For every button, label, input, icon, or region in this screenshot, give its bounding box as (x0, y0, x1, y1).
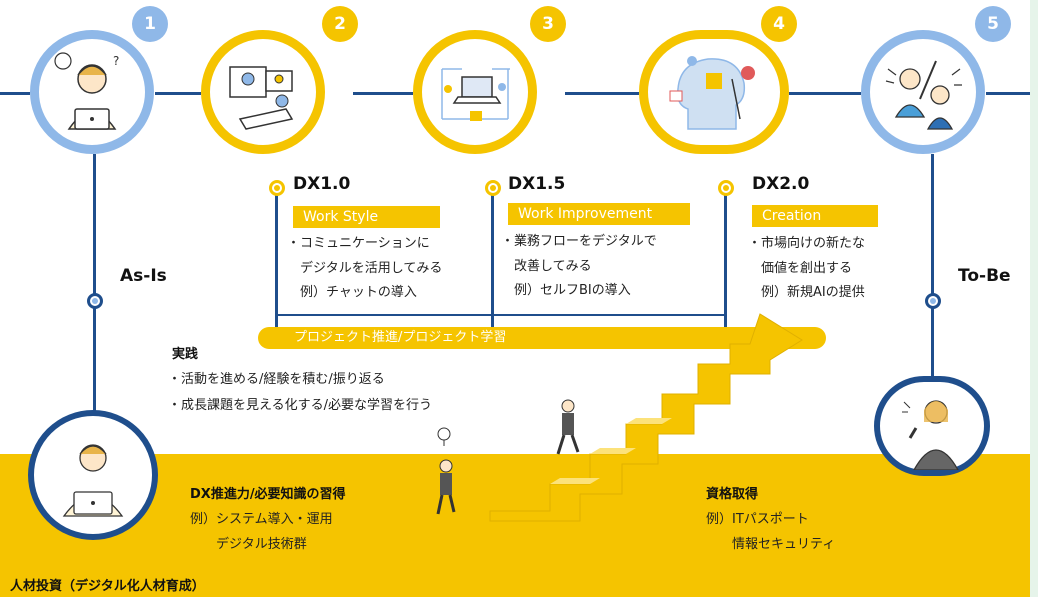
dx20-connector (724, 190, 727, 330)
stage-title: DX1.0 (293, 174, 351, 194)
timeline-line (986, 92, 1030, 95)
investment-label: 人材投資（デジタル化人材育成） (10, 579, 205, 594)
practice-line: ・成長課題を見える化する/必要な学習を行う (168, 398, 432, 413)
stage-tag: Creation (752, 205, 878, 227)
video-meeting-icon (229, 66, 294, 130)
businesswoman-icon (902, 400, 960, 471)
dx15-dot (485, 180, 501, 196)
stage-tag: Work Improvement (508, 203, 690, 225)
stage-title: DX1.5 (508, 174, 566, 194)
step-2-circle (201, 30, 325, 154)
qualification-line: 例）ITパスポート (706, 512, 809, 527)
step-number: 1 (144, 14, 156, 34)
step-1-circle: ? (30, 30, 154, 154)
right-edge-strip (1030, 0, 1038, 597)
step-number: 2 (334, 14, 346, 34)
qualification-line: 情報セキュリティ (706, 537, 836, 552)
as-is-dot (87, 293, 103, 309)
stage-bracket (275, 314, 727, 316)
project-pill: プロジェクト推進/プロジェクト学習 (258, 327, 826, 349)
stage-line: デジタルを活用してみる (287, 261, 443, 276)
workflow-network-icon (441, 68, 510, 121)
practice-title: 実践 (172, 347, 199, 362)
walking-person-icon (436, 427, 456, 515)
investment-band (0, 454, 1030, 597)
as-is-label: As-Is (120, 266, 167, 286)
step-2-badge: 2 (322, 6, 358, 42)
tobe-connector (931, 154, 934, 384)
stage-tag: Work Style (293, 206, 440, 228)
dx-skill-line: デジタル技術群 (190, 537, 307, 552)
step-5-badge: 5 (975, 6, 1011, 42)
step-number: 4 (773, 14, 785, 34)
stage-line: 改善してみる (501, 259, 592, 274)
climbing-person-icon (556, 399, 580, 455)
as-is-person-circle (28, 410, 158, 540)
timeline-line (565, 92, 639, 95)
person-laptop-icon (62, 444, 124, 517)
dx-skill-title: DX推進力/必要知識の習得 (190, 487, 346, 502)
timeline-line (789, 92, 861, 95)
timeline-line (0, 92, 30, 95)
to-be-person-circle (874, 376, 990, 476)
stage-title: DX2.0 (752, 174, 810, 194)
step-number: 3 (542, 14, 554, 34)
thinking-person-icon: ? (54, 52, 119, 130)
svg-text:?: ? (113, 54, 119, 68)
dx15-connector (491, 190, 494, 330)
dx10-connector (275, 190, 278, 330)
to-be-dot (925, 293, 941, 309)
stage-line: ・コミュニケーションに (287, 236, 430, 251)
stage-line: 例）チャットの導入 (287, 285, 417, 300)
stage-line: 例）セルフBIの導入 (501, 283, 631, 298)
celebrating-people-icon (885, 60, 962, 130)
practice-line: ・活動を進める/経験を積む/振り返る (168, 372, 385, 387)
dx-skill-line: 例）システム導入・運用 (190, 512, 333, 527)
step-4-circle (639, 30, 789, 154)
step-3-circle (413, 30, 537, 154)
qualification-title: 資格取得 (706, 487, 759, 502)
stage-line: 例）新規AIの提供 (748, 285, 865, 300)
step-5-circle (861, 30, 985, 154)
step-number: 5 (987, 14, 999, 34)
stage-line: ・業務フローをデジタルで (501, 234, 657, 249)
creative-head-icon (669, 56, 755, 130)
timeline-line (155, 92, 201, 95)
to-be-label: To-Be (958, 266, 1011, 286)
stage-line: ・市場向けの新たな (748, 236, 866, 251)
step-1-badge: 1 (132, 6, 168, 42)
step-3-badge: 3 (530, 6, 566, 42)
step-4-badge: 4 (761, 6, 797, 42)
stage-line: 価値を創出する (748, 261, 853, 276)
dx10-dot (269, 180, 285, 196)
growth-stairs-illustration (436, 313, 803, 522)
timeline-line (353, 92, 413, 95)
dx20-dot (718, 180, 734, 196)
